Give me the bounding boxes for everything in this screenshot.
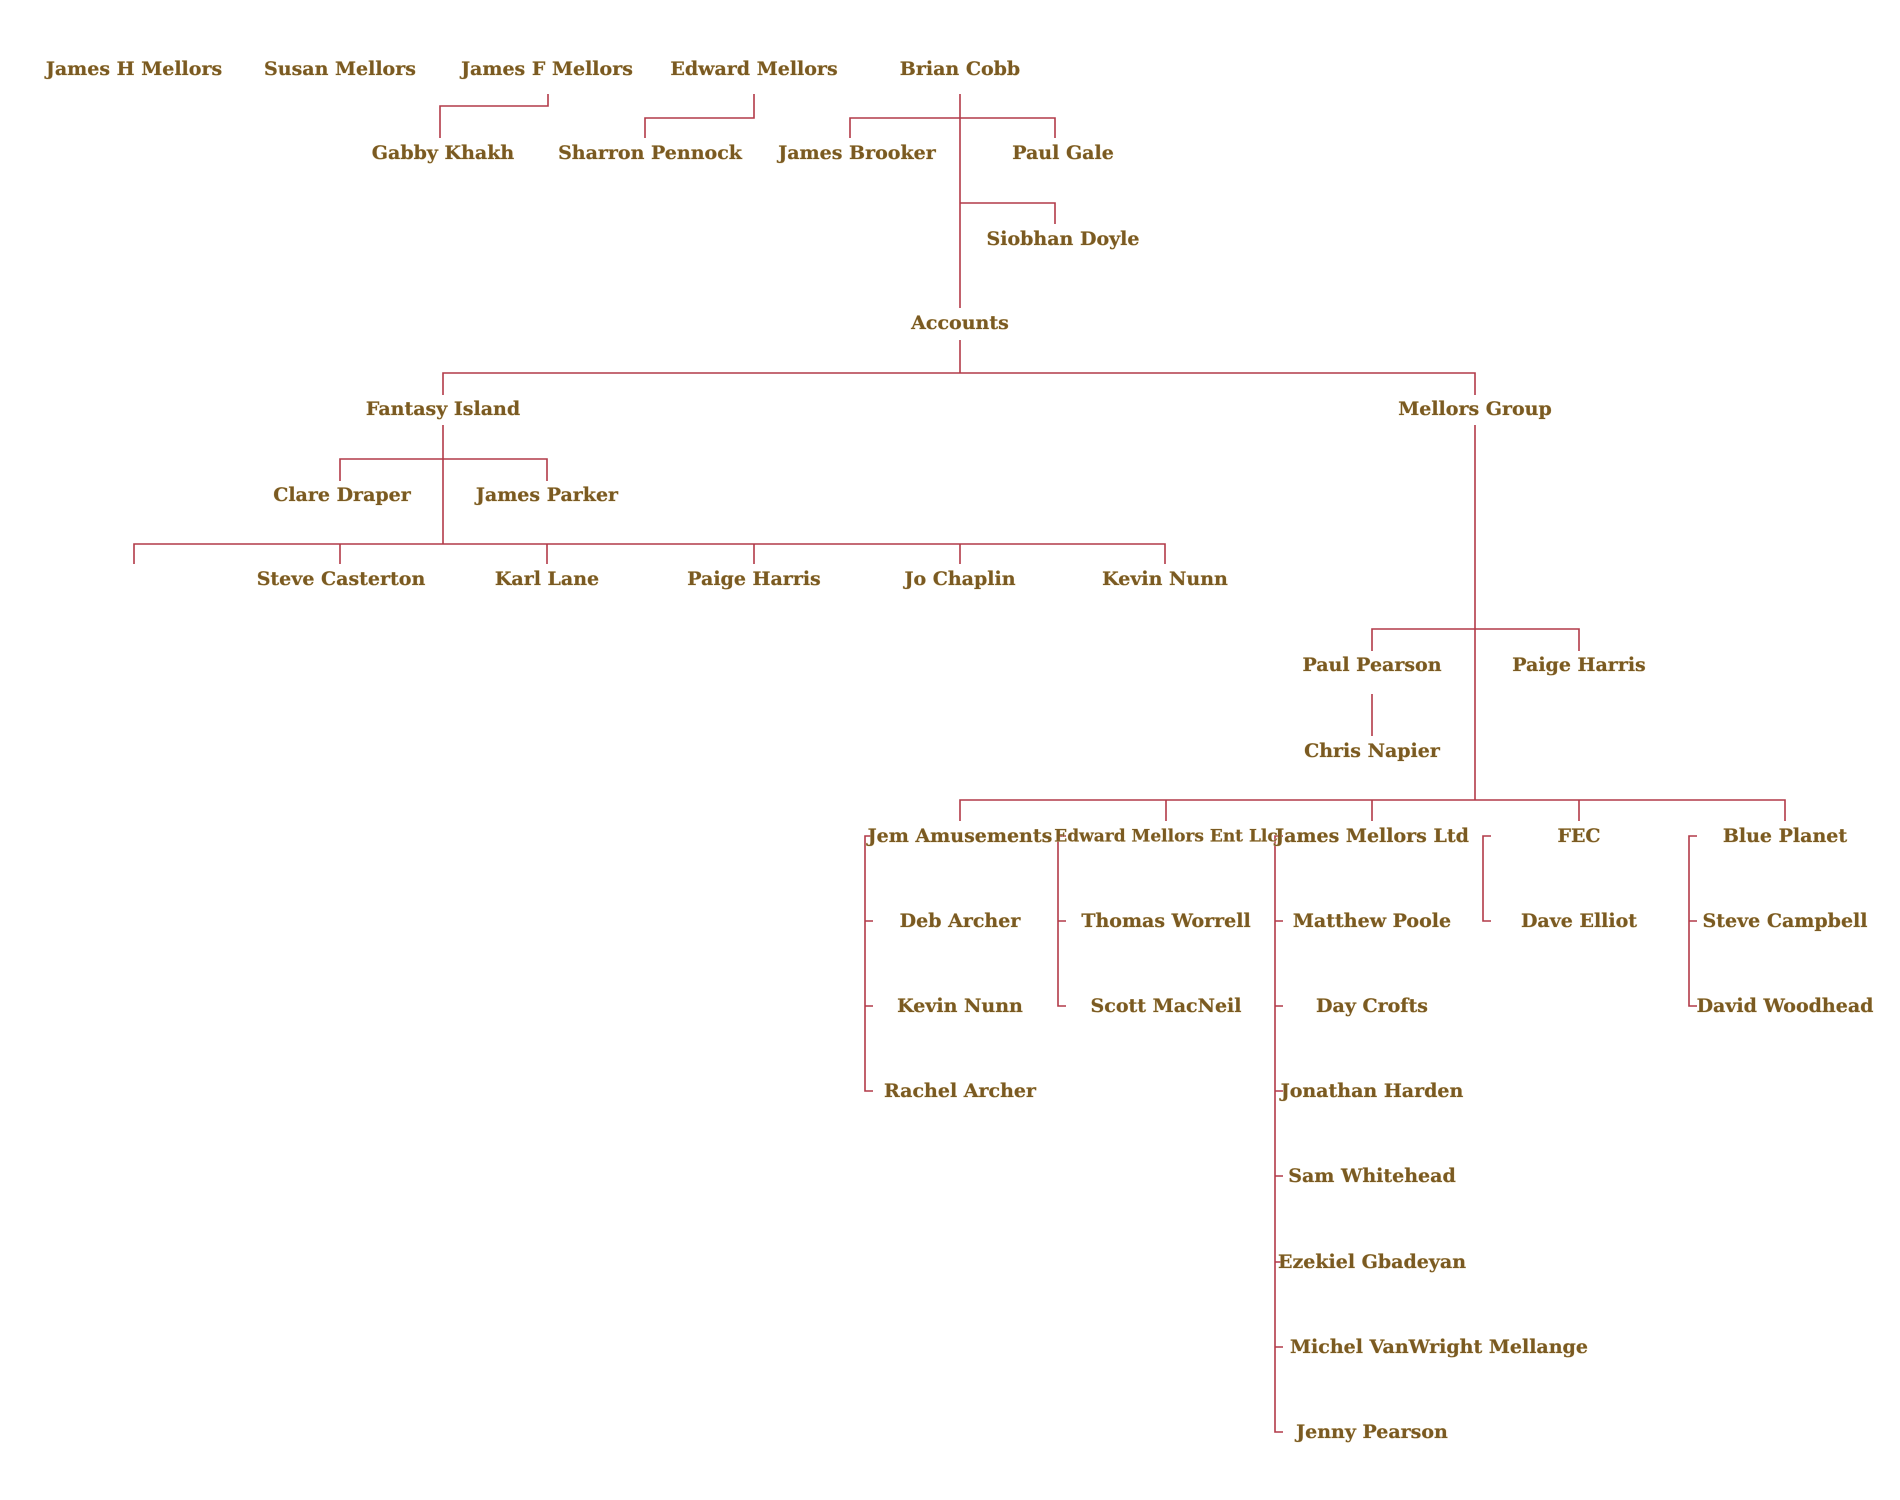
node-michel-vanwright-mellange[interactable]: Michel VanWright Mellange [1290, 1336, 1589, 1359]
connector-blueplanet-staff [1688, 835, 1697, 1007]
connector-jem-staff [864, 835, 873, 1092]
node-kevin-nunn-fi[interactable]: Kevin Nunn [1102, 568, 1228, 591]
node-company-jem-amusements[interactable]: Jem Amusements [865, 825, 1053, 848]
node-karl-lane[interactable]: Karl Lane [495, 568, 600, 591]
node-company-fec[interactable]: FEC [1557, 825, 1601, 848]
node-james-h-mellors[interactable]: James H Mellors [44, 58, 223, 81]
node-kevin-nunn-jem[interactable]: Kevin Nunn [897, 995, 1023, 1018]
node-sharron-pennock[interactable]: Sharron Pennock [558, 142, 743, 165]
node-steve-campbell[interactable]: Steve Campbell [1702, 910, 1868, 933]
connector-fantasy-managers [339, 458, 548, 481]
connector-fec-staff [1482, 835, 1491, 922]
node-paige-harris-mg[interactable]: Paige Harris [1512, 654, 1646, 677]
connector-ement-staff [1057, 835, 1066, 1007]
connector-jamesf-gabby [439, 94, 549, 138]
node-gabby-khakh[interactable]: Gabby Khakh [372, 142, 515, 165]
node-james-brooker[interactable]: James Brooker [776, 142, 937, 165]
node-scott-macneil[interactable]: Scott MacNeil [1090, 995, 1242, 1018]
node-paul-pearson[interactable]: Paul Pearson [1302, 654, 1442, 677]
node-dave-elliot[interactable]: Dave Elliot [1521, 910, 1638, 933]
connector-jml-staff [1274, 835, 1283, 1433]
connector-divisions [442, 372, 1476, 395]
node-brian-cobb[interactable]: Brian Cobb [899, 58, 1020, 81]
connector-edward-sharron [644, 94, 755, 138]
node-susan-mellors[interactable]: Susan Mellors [264, 58, 417, 81]
connector-companies-drops [1165, 800, 1580, 821]
node-sam-whitehead[interactable]: Sam Whitehead [1288, 1165, 1456, 1188]
node-ezekiel-gbadeyan[interactable]: Ezekiel Gbadeyan [1278, 1251, 1467, 1274]
node-siobhan-doyle[interactable]: Siobhan Doyle [986, 228, 1140, 251]
node-chris-napier[interactable]: Chris Napier [1304, 740, 1441, 763]
nodes: James H Mellors Susan Mellors James F Me… [44, 58, 1874, 1444]
node-deb-archer[interactable]: Deb Archer [899, 910, 1022, 933]
connector-brian-siobhan [960, 202, 1056, 224]
node-company-james-mellors-ltd[interactable]: James Mellors Ltd [1273, 825, 1469, 848]
connector-brian-brooker-gale [849, 117, 1056, 138]
node-paul-gale[interactable]: Paul Gale [1012, 142, 1114, 165]
node-day-crofts[interactable]: Day Crofts [1316, 995, 1429, 1018]
node-fantasy-island[interactable]: Fantasy Island [366, 398, 521, 421]
connector-fantasy-staff-drops [339, 544, 961, 564]
node-clare-draper[interactable]: Clare Draper [273, 484, 412, 507]
node-steve-casterton[interactable]: Steve Casterton [256, 568, 426, 591]
connectors [133, 94, 1786, 1433]
node-jonathan-harden[interactable]: Jonathan Harden [1278, 1080, 1464, 1103]
node-david-woodhead[interactable]: David Woodhead [1696, 995, 1874, 1018]
node-james-f-mellors[interactable]: James F Mellors [459, 58, 633, 81]
node-accounts[interactable]: Accounts [910, 312, 1009, 335]
node-company-edward-mellors-ent[interactable]: Edward Mellors Ent Llc [1054, 826, 1278, 847]
node-paige-harris-fi[interactable]: Paige Harris [687, 568, 821, 591]
node-mellors-group[interactable]: Mellors Group [1398, 398, 1552, 421]
connector-fantasy-staff [133, 543, 1166, 564]
node-jo-chaplin[interactable]: Jo Chaplin [902, 568, 1016, 591]
node-rachel-archer[interactable]: Rachel Archer [884, 1080, 1038, 1103]
node-matthew-poole[interactable]: Matthew Poole [1293, 910, 1452, 933]
node-jenny-pearson[interactable]: Jenny Pearson [1294, 1421, 1449, 1444]
node-james-parker[interactable]: James Parker [474, 484, 620, 507]
node-thomas-worrell[interactable]: Thomas Worrell [1081, 910, 1251, 933]
connector-mellors-managers [1371, 628, 1580, 651]
node-edward-mellors[interactable]: Edward Mellors [670, 58, 838, 81]
node-company-blue-planet[interactable]: Blue Planet [1723, 825, 1848, 848]
